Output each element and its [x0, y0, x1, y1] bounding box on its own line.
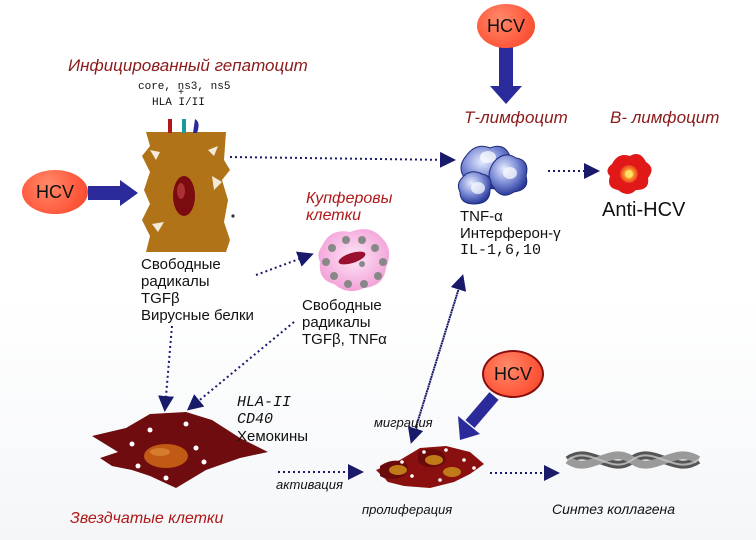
kupffer-product-3: TGFβ, TNFα [302, 331, 387, 348]
hcv-left: HCV [22, 170, 88, 214]
hcv-bottom-label: HCV [493, 363, 532, 384]
hepatocyte-product-2: радикалы [141, 273, 210, 290]
infected-hepatocyte-title: Инфицированный гепатоцит [68, 56, 308, 75]
hepatocyte-product-3: TGFβ [141, 290, 180, 307]
hepatocyte-product-4: Вирусные белки [141, 307, 254, 324]
stellate-marker-cd40: CD40 [237, 411, 274, 428]
t-cytokine-il: IL-1,6,10 [460, 242, 542, 259]
kupffer-product-2: радикалы [302, 314, 371, 331]
t-cytokine-interferon: Интерферон-γ [460, 225, 561, 242]
infected-hepatocyte-cell [142, 119, 235, 252]
stellate-marker-hla: HLA-II [237, 394, 292, 411]
stellate-cell [92, 412, 268, 488]
hepatocyte-to-kupffer-arrow [255, 251, 314, 276]
kupffer-cell [318, 229, 390, 292]
hepatocyte-to-tcell-arrow [229, 151, 456, 168]
activation-label: активация [276, 477, 343, 492]
hcv-top-label: HCV [486, 15, 525, 36]
hcv-to-proliferation-arrow [458, 392, 499, 440]
hepatocyte-markers-line1: core, ns3, ns5 [138, 81, 231, 93]
hepatocyte-product-1: Свободные [141, 256, 221, 273]
kupffer-title-line1: Купферовы [306, 190, 393, 207]
kupffer-product-1: Свободные [302, 297, 382, 314]
anti-hcv-label: Anti-HCV [602, 199, 686, 221]
migration-bidirectional-arrow [407, 274, 467, 444]
hepatocyte-markers-plus: + [178, 88, 185, 99]
hepatocyte-to-stellate-arrow [158, 325, 174, 412]
proliferating-cells [376, 446, 484, 488]
stellate-cells-title: Звездчатые клетки [70, 510, 224, 527]
b-lymphocyte-cell [607, 154, 652, 194]
hcv-to-tcell-arrow [490, 46, 522, 104]
migration-label: миграция [374, 415, 433, 430]
hepatocyte-markers-line2: HLA I/II [152, 97, 205, 109]
t-lymphocyte-cells [457, 145, 528, 205]
proliferation-label: пролиферация [362, 502, 453, 517]
hcv-top: HCV [477, 4, 535, 48]
t-cytokine-tnf: TNF-α [460, 208, 503, 225]
b-lymphocyte-label: В- лимфоцит [610, 108, 720, 127]
collagen-fiber [565, 451, 701, 469]
hcv-to-hepatocyte-arrow [88, 180, 138, 206]
dotted-arrows [158, 151, 600, 481]
collagen-synthesis-label: Синтез коллагена [552, 501, 675, 517]
stellate-marker-chemokines: Хемокины [237, 428, 309, 445]
hcv-bottom: HCV [482, 350, 544, 398]
t-lymphocyte-label: Т-лимфоцит [464, 108, 568, 127]
kupffer-title-line2: клетки [306, 207, 362, 224]
hcv-left-label: HCV [35, 181, 74, 202]
